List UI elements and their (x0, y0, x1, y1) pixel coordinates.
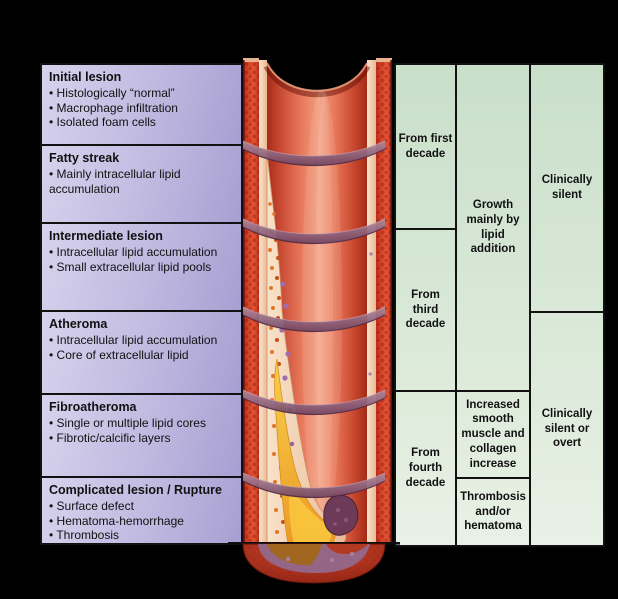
timeline-label: From fourth decade (405, 447, 446, 489)
stage-bullet: • Single or multiple lipid cores (49, 415, 206, 430)
artery-bottom-cap (242, 543, 386, 584)
artery-lumen (263, 62, 371, 544)
process-box-lipid-growth: Growth mainly by lipid addition (455, 63, 531, 392)
plaque-lesion (266, 149, 359, 545)
outcome-label: Clinically silent or overt (541, 407, 593, 450)
stage-bullet: • Thrombosis (49, 528, 120, 543)
outcome-label: Clinically silent (541, 174, 593, 201)
stage-title: Fibroatheroma (49, 400, 137, 414)
stage-box-atheroma: Atheroma • Intracellular lipid accumulat… (40, 310, 243, 395)
stage-bullet: • Surface defect (49, 498, 134, 513)
stage-bullet: • Macrophage infiltration (49, 100, 178, 115)
process-box-muscle-collagen: Increased smooth muscle and collagen inc… (455, 390, 531, 479)
outcome-box-clinically-silent: Clinically silent (529, 63, 605, 313)
process-label: Thrombosis and/or hematoma (460, 490, 526, 533)
stage-bullet: • Intracellular lipid accumulation (49, 332, 218, 347)
artery-wall-right (367, 58, 392, 544)
stage-box-complicated-lesion: Complicated lesion / Rupture • Surface d… (40, 476, 243, 545)
outcome-box-silent-or-overt: Clinically silent or overt (529, 311, 605, 547)
stage-bullet: • Histologically “normal” (49, 85, 175, 100)
stage-title: Intermediate lesion (49, 229, 163, 243)
stage-title: Initial lesion (49, 70, 122, 84)
stage-box-initial-lesion: Initial lesion • Histologically “normal”… (40, 63, 243, 146)
stage-bullet: • Intracellular lipid accumulation (49, 244, 218, 259)
artery-wall-left (243, 58, 267, 544)
process-box-thrombosis-hematoma: Thrombosis and/or hematoma (455, 477, 531, 547)
stage-title: Fatty streak (49, 151, 120, 165)
process-label: Increased smooth muscle and collagen inc… (461, 398, 525, 470)
stage-box-fibroatheroma: Fibroatheroma • Single or multiple lipid… (40, 393, 243, 478)
timeline-box-first-decade: From first decade (394, 63, 457, 230)
thrombus (323, 494, 359, 536)
stage-bullet: • Mainly intracellular lipid accumulatio… (49, 166, 181, 196)
process-label: Growth mainly by lipid addition (466, 199, 520, 256)
stage-bullet: • Fibrotic/calcific layers (49, 430, 171, 445)
segment-rings (242, 140, 386, 499)
stage-bullet: • Small extracellular lipid pools (49, 259, 212, 274)
stage-bullet: • Isolated foam cells (49, 115, 156, 130)
stage-title: Atheroma (49, 317, 108, 331)
timeline-box-fourth-decade: From fourth decade (394, 390, 457, 547)
stage-bullet: • Hematoma-hemorrhage (49, 513, 184, 528)
timeline-label: From first decade (398, 132, 453, 160)
timeline-label: From third decade (405, 288, 446, 331)
stage-title: Complicated lesion / Rupture (49, 483, 222, 497)
stage-box-fatty-streak: Fatty streak • Mainly intracellular lipi… (40, 144, 243, 224)
timeline-box-third-decade: From third decade (394, 228, 457, 392)
stage-bullet: • Core of extracellular lipid (49, 347, 189, 362)
artery-illustration (228, 58, 400, 584)
table-bottom-line (228, 542, 400, 545)
stage-box-intermediate-lesion: Intermediate lesion • Intracellular lipi… (40, 222, 243, 312)
